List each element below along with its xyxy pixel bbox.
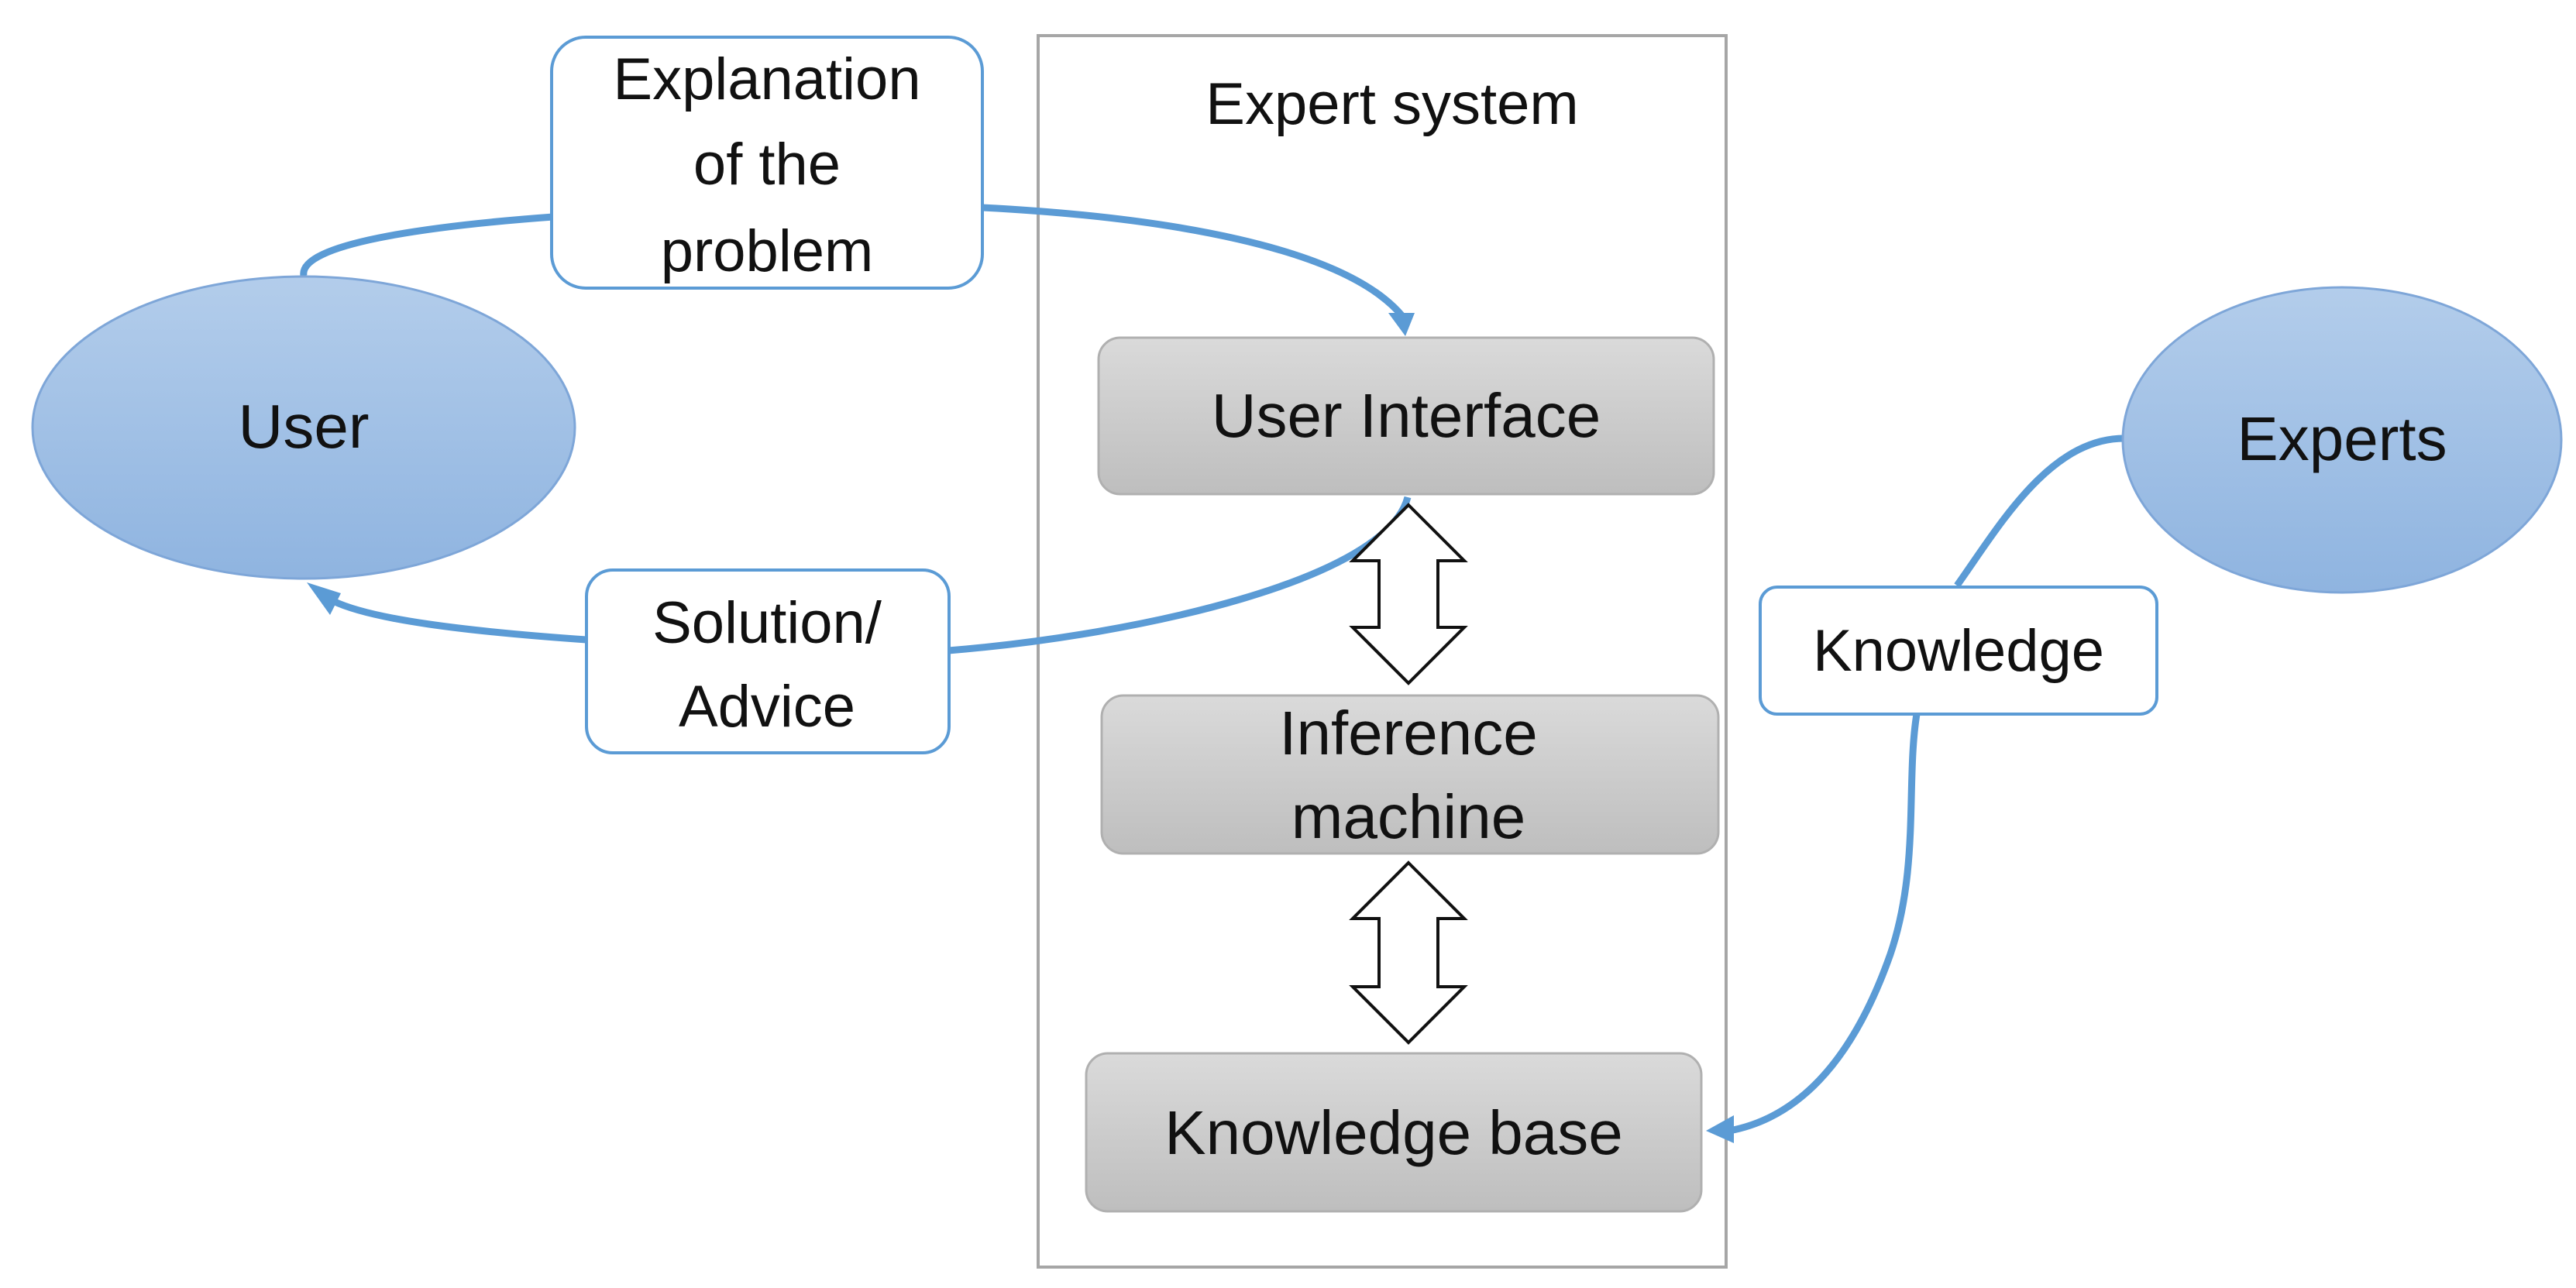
problem-label-line-2: of the [693, 132, 841, 197]
inference-machine-box [1100, 694, 1720, 855]
knowledge-flow-connector-2 [1728, 713, 1921, 1135]
inference-kb-double-arrow [1349, 860, 1468, 1045]
solution-flow-connector-2 [332, 597, 587, 644]
inference-label-line-2: machine [1291, 782, 1525, 851]
user-node [31, 275, 576, 580]
knowledge-flow-connector [1954, 434, 2125, 588]
user-interface-box [1097, 336, 1715, 496]
solution-label-line-1: Solution/ [652, 590, 882, 656]
knowledge-label: Knowledge [1813, 618, 2104, 684]
problem-label-box [550, 36, 984, 290]
knowledge-base-box [1085, 1052, 1703, 1213]
knowledge-base-label: Knowledge base [1164, 1098, 1623, 1167]
knowledge-label-box [1759, 586, 2158, 716]
problem-label-line-3: problem [661, 218, 874, 284]
problem-flow-connector-2 [982, 204, 1405, 318]
arrowhead-to-knowledge-base [1706, 1115, 1734, 1143]
user-label: User [239, 392, 370, 461]
user-interface-label: User Interface [1212, 381, 1601, 450]
arrowhead-to-user [307, 582, 341, 615]
expert-system-title: Expert system [1205, 71, 1578, 137]
arrowhead-to-user-interface [1388, 313, 1415, 336]
solution-label-line-2: Advice [679, 674, 855, 740]
problem-label-line-1: Explanation [613, 46, 920, 112]
experts-label: Experts [2237, 404, 2447, 473]
experts-node [2121, 286, 2563, 594]
ui-inference-double-arrow [1349, 503, 1468, 685]
inference-label-line-1: Inference [1279, 699, 1538, 768]
solution-label-box [585, 568, 951, 754]
problem-flow-connector [300, 213, 554, 276]
